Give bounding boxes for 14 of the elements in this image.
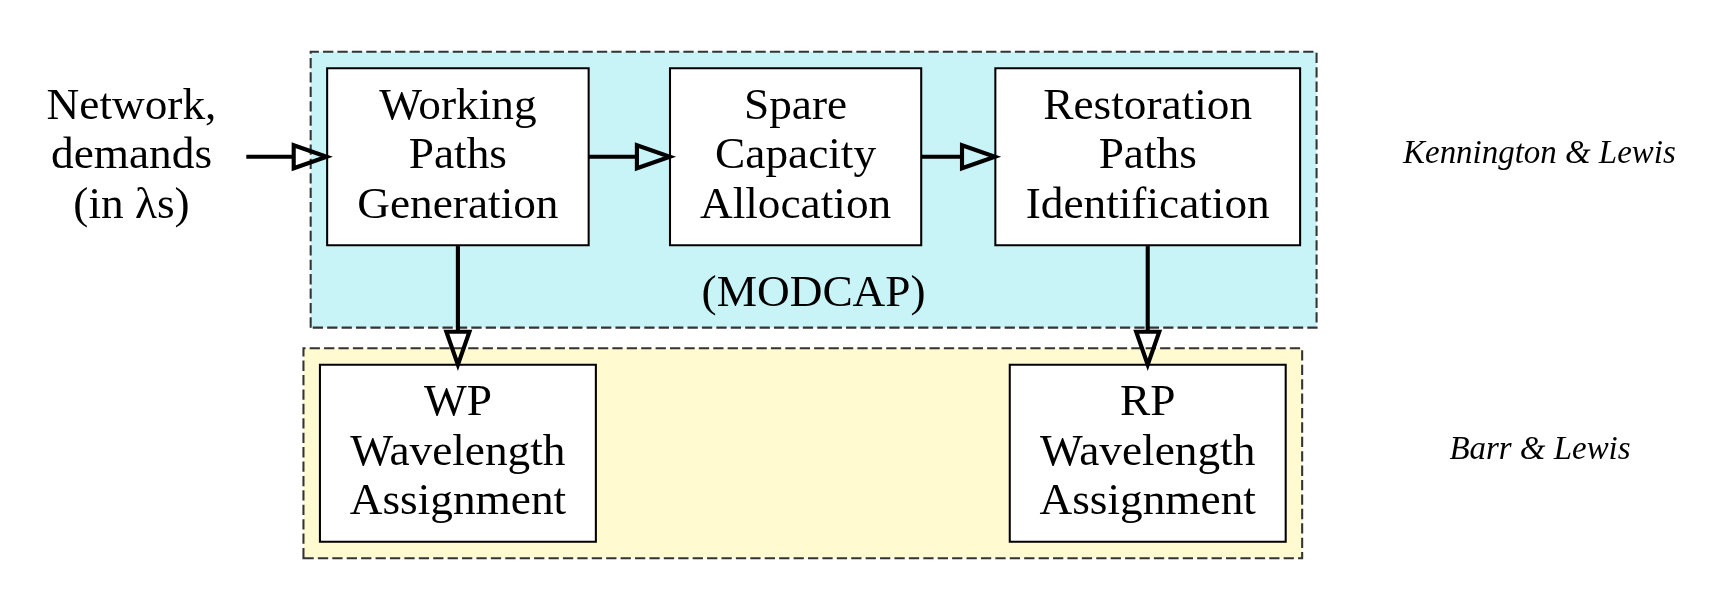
node-text: Network, demands (in λs) xyxy=(46,78,216,228)
arrow xyxy=(1132,246,1162,371)
arrow xyxy=(245,142,333,172)
node-box: Working Paths Generation xyxy=(325,67,590,247)
node-label: Kennington & Lewis xyxy=(1402,133,1676,170)
node-box: Restoration Paths Identification xyxy=(993,67,1301,247)
label: Barr & Lewis xyxy=(1448,430,1631,467)
arrow xyxy=(588,142,676,172)
cluster xyxy=(301,347,1303,560)
node-box: WP Wavelength Assignment xyxy=(318,363,597,543)
node-box: Spare Capacity Allocation xyxy=(668,67,922,247)
arrow xyxy=(442,246,472,371)
arrow xyxy=(920,142,1001,172)
node-box: RP Wavelength Assignment xyxy=(1008,363,1287,543)
